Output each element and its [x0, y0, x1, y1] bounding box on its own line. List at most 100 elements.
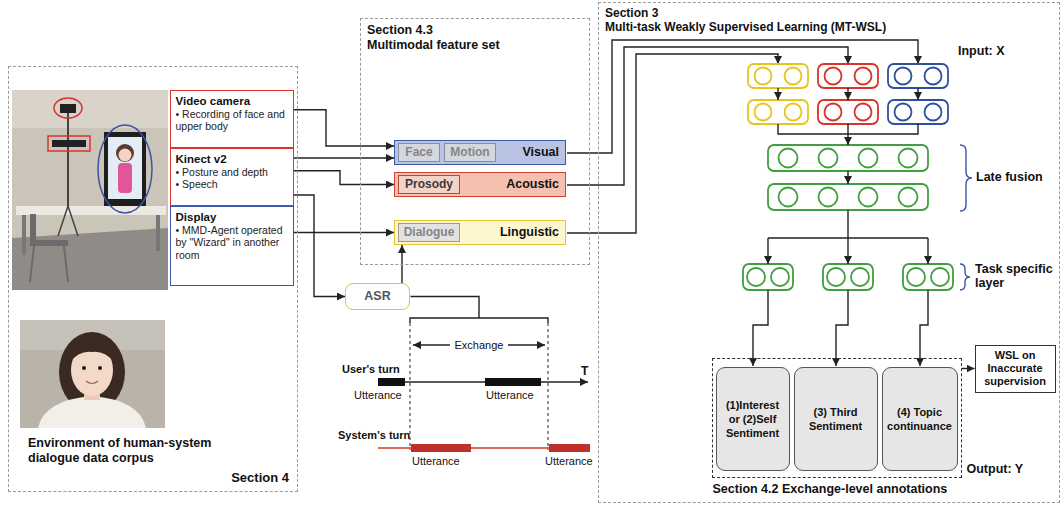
process-box: WSL on Inaccurate supervision [975, 345, 1056, 393]
photo-table-leg [156, 215, 160, 251]
system-utterance-bar [411, 444, 471, 452]
node-text: (4) Topic continuance [886, 405, 954, 433]
neuron [827, 268, 845, 286]
neuron [779, 188, 798, 207]
layer-arrow [767, 238, 768, 264]
bangs [70, 340, 114, 362]
chair-back [30, 214, 36, 246]
neuron [899, 149, 918, 168]
node-text: Output: Y [967, 462, 1024, 477]
layer-arrow [927, 238, 928, 264]
exchange-arrow [508, 344, 545, 345]
photo-background [20, 320, 165, 428]
agent-hair [116, 144, 134, 162]
feature-chip: Face [398, 143, 440, 162]
participant-photo [20, 320, 165, 428]
photo-table [16, 206, 166, 215]
output-arrow [836, 290, 848, 366]
node-text: • MMD-Agent operated by "Wizard" in anot… [176, 224, 288, 262]
neuron [907, 268, 925, 286]
node-text: Video camera [176, 94, 288, 108]
node-text: Section 3 [605, 6, 1053, 20]
neuron [825, 68, 842, 85]
output-arrow [920, 290, 928, 366]
modality-band: VisualFaceMotion [394, 140, 566, 165]
node-text: (1)Interest or (2)Self Sentiment [720, 398, 786, 440]
exchange-boundary [410, 323, 548, 450]
mouth [86, 381, 98, 384]
input-unit [748, 64, 808, 88]
neuron [925, 68, 942, 85]
utterance-label: Utterance [486, 389, 534, 402]
modality-band: AcousticProsody [394, 172, 566, 197]
display-highlight [98, 125, 152, 213]
connector-arrow [962, 368, 975, 369]
neuron [855, 104, 872, 121]
neuron [855, 68, 872, 85]
feature-chip: Motion [444, 143, 496, 162]
node-text: Dialogue [399, 224, 459, 241]
neuron [785, 104, 802, 121]
node-text: Motion [445, 144, 495, 161]
photo-monitor [104, 132, 146, 206]
node-text: Face [399, 144, 439, 161]
output-arrow [753, 290, 768, 366]
utterance-label: Utterance [545, 455, 593, 468]
span-label: Exchange [451, 338, 507, 352]
tripod-leg [68, 206, 78, 236]
node-text: • Recording of face and upper body [176, 108, 288, 133]
neuron [825, 104, 842, 121]
annotation-box: (3) Third Sentiment [794, 367, 878, 471]
annotation-box: (4) Topic continuance [882, 367, 958, 471]
axis-label: System's turn [338, 428, 410, 442]
kinect-sensor [52, 140, 86, 147]
neuron [851, 268, 869, 286]
utterance-label: Utterance [354, 389, 402, 402]
system-utterance-bar [549, 444, 590, 452]
timeline [378, 297, 590, 451]
neuron [859, 149, 878, 168]
neuron [899, 188, 918, 207]
neuron [755, 68, 772, 85]
agent-face [119, 149, 132, 162]
node-text: Section 4.3 [367, 23, 583, 38]
network [743, 64, 972, 366]
section-panel: Section 4.3Multimodal feature setVisualF… [360, 18, 590, 265]
connector-arrow [401, 245, 402, 283]
utterance-label: Utterance [412, 455, 460, 468]
task-layer [823, 264, 873, 290]
connector-arrow [294, 110, 395, 146]
neuron [895, 68, 912, 85]
exchange-bracket [410, 297, 548, 324]
photo-table-leg [22, 215, 26, 255]
eye [98, 366, 102, 370]
user-time-axis [378, 381, 588, 382]
output-group: Output: YSection 4.2 Exchange-level anno… [712, 358, 962, 478]
chair-leg [30, 246, 34, 282]
device-box: Display• MMD-Agent operated by "Wizard" … [170, 206, 294, 286]
node-text: • Speech [176, 178, 288, 191]
axis-label: User's turn [342, 362, 400, 376]
task-layer [903, 264, 953, 290]
node-text: Section 4.2 Exchange-level annotations [713, 482, 948, 497]
node-text: Kinect v2 [176, 152, 288, 166]
visual-wire [567, 40, 918, 153]
neuron [931, 268, 949, 286]
feature-wires [567, 40, 918, 233]
device-box: Video camera• Recording of face and uppe… [170, 90, 294, 148]
layer-arrow [847, 88, 848, 100]
layer-label: Input: X [958, 44, 1005, 59]
node-text: Linguistic [500, 224, 559, 240]
caption-note: Environment of human-system dialogue dat… [28, 436, 228, 466]
layer-arrow [847, 124, 848, 145]
neuron [747, 268, 765, 286]
neuron [859, 188, 878, 207]
neuron [785, 68, 802, 85]
photo-ceiling [12, 90, 168, 128]
kinect-highlight [48, 136, 90, 151]
input-unit [818, 64, 878, 88]
modality-band: Linguistic Dialogue [394, 220, 566, 245]
neuron [819, 149, 838, 168]
photo-wall [12, 90, 168, 290]
neuron [819, 188, 838, 207]
